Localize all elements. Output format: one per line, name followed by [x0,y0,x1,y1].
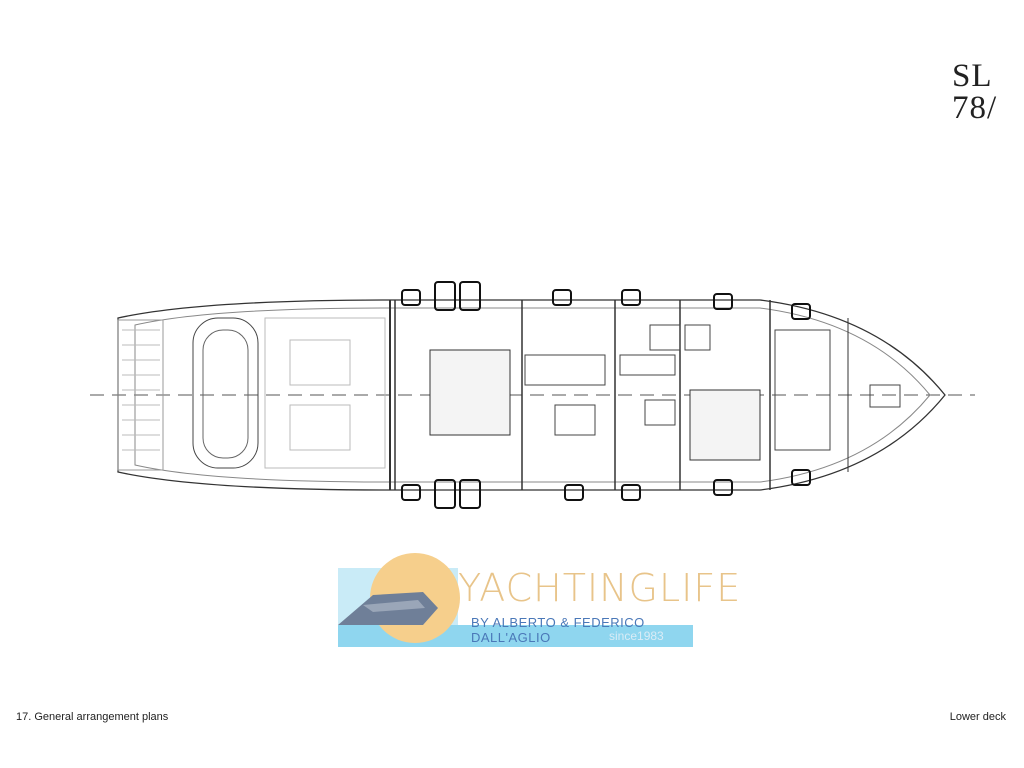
anchor-winch [869,384,901,408]
vip-bed [689,389,761,461]
model-badge: SL 78/ [952,58,998,126]
tender-garage [192,317,259,469]
hull-outline [117,299,946,491]
deck-plan-drawing [90,281,975,509]
deck-label: Lower deck [949,711,1006,723]
page-label: 17. General arrangement plans [16,711,169,723]
logo-title: YACHTINGLIFE [458,566,742,610]
model-line-2: 78/ [952,90,998,126]
fender-markers [401,281,811,509]
model-line-1: SL [952,58,993,94]
swim-platform [117,319,164,471]
logo-subtitle: BY ALBERTO & FEDERICO DALL'AGLIO [471,615,645,645]
logo-since: since1983 [609,629,664,643]
logo-graphic [338,553,693,647]
master-bed [429,349,511,436]
yachtinglife-logo: YACHTINGLIFE BY ALBERTO & FEDERICO DALL'… [333,550,740,650]
